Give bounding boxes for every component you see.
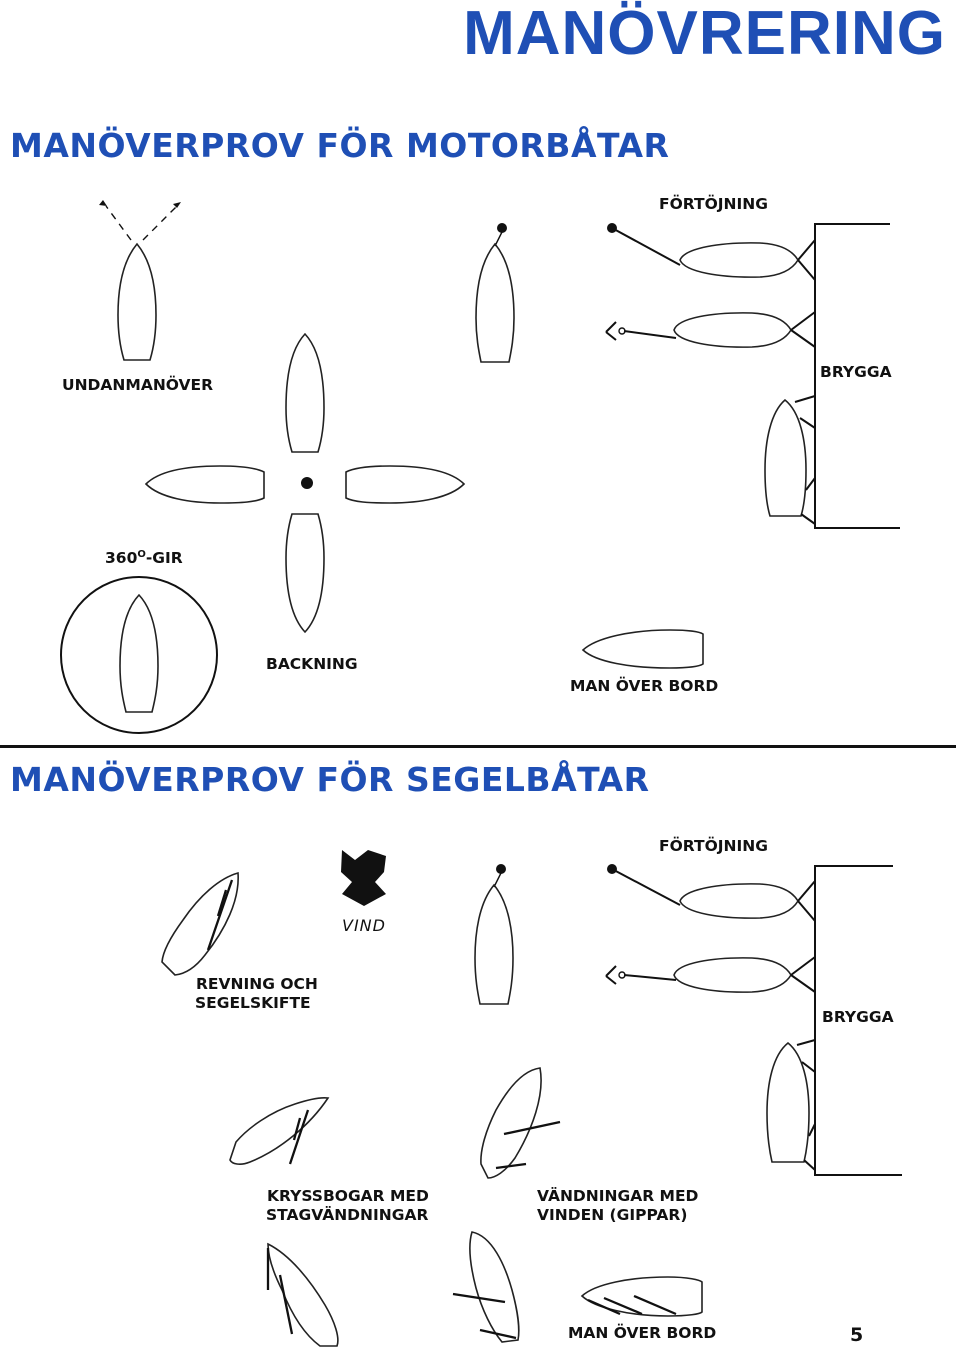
label-turn-360-number: 360 xyxy=(105,549,138,568)
gybing-boat-upper xyxy=(480,1067,542,1179)
section-heading-sailboats: MANÖVERPROV FÖR SEGELBÅTAR xyxy=(10,760,650,799)
label-reefing-line1: REVNING OCH xyxy=(196,975,318,993)
evasive-maneuver-diagram xyxy=(99,200,181,361)
mob-sail-3 xyxy=(633,1294,677,1316)
motorboat-buoy xyxy=(475,242,515,363)
anchored-boat xyxy=(673,312,792,348)
buoy-icon xyxy=(497,223,507,233)
label-turn-360-degree: O xyxy=(137,549,146,560)
reefing-sail-jib xyxy=(216,889,228,917)
dock-lines-upper xyxy=(797,239,816,281)
label-reefing-line2: SEGELSKIFTE xyxy=(195,994,311,1012)
page-number: 5 xyxy=(850,1324,864,1346)
gybing-diagram-lower xyxy=(452,1231,520,1343)
mob-sail-1 xyxy=(587,1298,621,1316)
label-man-overboard-motor: MAN ÖVER BORD xyxy=(570,677,719,695)
label-wind: VIND xyxy=(342,916,386,935)
course-left-arrow xyxy=(105,205,132,241)
arrowhead-right-icon xyxy=(173,202,181,208)
label-mooring-sail: FÖRTÖJNING xyxy=(659,837,768,855)
tacking-sail-main xyxy=(288,1109,310,1165)
gybing-sail-upper xyxy=(503,1120,561,1136)
sail-pier-outline xyxy=(814,865,902,1176)
label-mooring-motor: FÖRTÖJNING xyxy=(659,195,768,213)
mooring-line xyxy=(611,227,681,266)
turn-boat-east xyxy=(345,465,466,504)
motorboat-evasive xyxy=(117,242,157,361)
section-heading-motorboats: MANÖVERPROV FÖR MOTORBÅTAR xyxy=(10,126,670,165)
turning-circle-diagram xyxy=(60,576,218,734)
moored-boat-upper xyxy=(679,242,799,278)
arrowhead-left-icon xyxy=(99,200,107,206)
sail-buoy-icon xyxy=(496,864,506,874)
turn-boat-west xyxy=(144,465,265,504)
label-pier-motor: BRYGGA xyxy=(820,363,892,381)
gybing-jib-upper xyxy=(495,1162,527,1170)
label-turn-360: 360O-GIR xyxy=(105,545,183,568)
label-pier-sail: BRYGGA xyxy=(822,1008,894,1026)
sail-mooring-line xyxy=(611,868,681,906)
buoy-approach-diagram xyxy=(475,223,515,363)
gybing-diagram-upper xyxy=(480,1067,561,1179)
wind-arrow-icon xyxy=(341,850,386,906)
course-right-arrow xyxy=(142,205,178,241)
label-reversing: BACKNING xyxy=(266,655,358,673)
sail-buoy-line xyxy=(493,872,502,888)
sail-boat-at-pier xyxy=(766,1041,810,1163)
mob-sail-2 xyxy=(603,1296,643,1316)
tacking-sail-lower xyxy=(278,1274,294,1335)
boat-at-pier xyxy=(764,398,807,517)
tacking-boat xyxy=(229,1096,330,1165)
sail-dock-lines-middle xyxy=(790,956,816,993)
tacking-diagram-lower xyxy=(266,1242,339,1347)
gybing-boat-lower xyxy=(469,1231,520,1343)
mob-diagram-sail xyxy=(580,1276,703,1317)
gybing-jib-lower xyxy=(479,1328,517,1340)
anchor-icon xyxy=(605,321,617,341)
turn-360-diagram xyxy=(144,332,466,634)
circle-boat xyxy=(119,593,159,713)
sail-moored-boat-upper xyxy=(679,883,799,919)
sailboat-buoy xyxy=(474,883,514,1005)
mob-boat-motor xyxy=(581,629,704,669)
turn-boat-north xyxy=(285,332,325,453)
pier-fenders xyxy=(794,395,816,525)
tacking-sail-jib xyxy=(292,1117,302,1141)
label-turn-360-suffix: -GIR xyxy=(145,549,183,568)
turn-center-icon xyxy=(301,477,313,489)
gybing-sail-lower xyxy=(452,1292,506,1304)
tacking-boat-lower xyxy=(267,1242,339,1347)
sail-dock-lines-upper xyxy=(797,880,816,922)
mooring-diagram-motor xyxy=(605,223,900,529)
reefing-diagram xyxy=(161,871,239,976)
dock-lines-middle xyxy=(790,311,816,348)
sail-anchored-boat xyxy=(673,957,792,993)
label-gybing-line1: VÄNDNINGAR MED xyxy=(537,1187,699,1205)
page-title: MANÖVRERING xyxy=(463,0,946,68)
label-tacking-line1: KRYSSBOGAR MED xyxy=(267,1187,429,1205)
tacking-diagram xyxy=(229,1096,330,1165)
reefing-boat xyxy=(161,871,239,976)
anchor-line xyxy=(623,330,677,339)
sail-buoy-diagram xyxy=(474,864,514,1005)
sail-pier-fenders xyxy=(796,1039,816,1171)
section-divider xyxy=(0,745,956,748)
label-man-overboard-sail: MAN ÖVER BORD xyxy=(568,1324,717,1342)
turn-boat-south xyxy=(285,513,325,634)
sail-anchor-line xyxy=(623,974,677,981)
turning-circle xyxy=(60,576,218,734)
mooring-diagram-sail xyxy=(605,864,902,1176)
reefing-sail-main xyxy=(206,879,234,951)
label-evasive-maneuver: UNDANMANÖVER xyxy=(62,376,214,394)
pier-outline xyxy=(814,223,900,529)
sail-anchor-icon xyxy=(605,965,617,985)
label-gybing-line2: VINDEN (GIPPAR) xyxy=(537,1206,688,1224)
label-tacking-line2: STAGVÄNDNINGAR xyxy=(266,1206,429,1224)
buoy-line xyxy=(494,231,503,247)
mob-boat-sail xyxy=(580,1276,703,1317)
